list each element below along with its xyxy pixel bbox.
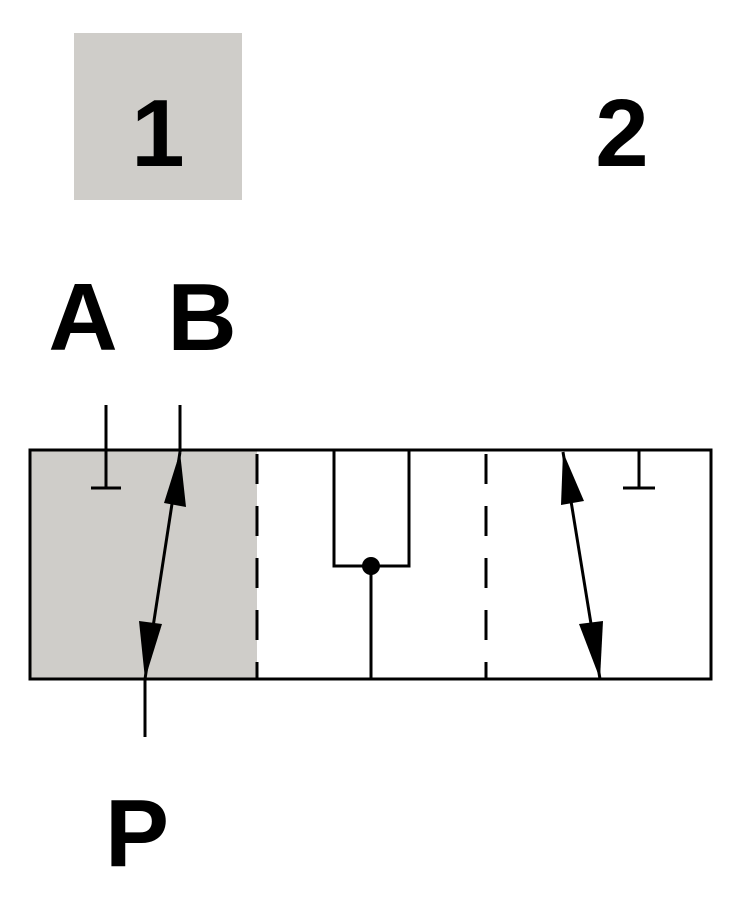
port-b-label: B <box>167 264 236 371</box>
position-2-label: 2 <box>595 80 648 187</box>
port-a-label: A <box>48 264 117 371</box>
arrowhead-up-icon <box>561 452 584 505</box>
arrowhead-down-icon <box>579 621 603 679</box>
arrowhead-down-icon <box>139 621 162 679</box>
center-u-path <box>332 450 411 568</box>
port-p-label: P <box>105 780 169 887</box>
position-1-box <box>74 33 242 200</box>
arrowhead-up-icon <box>164 452 186 507</box>
position-1-label: 1 <box>131 80 184 187</box>
junction-dot <box>362 557 380 575</box>
